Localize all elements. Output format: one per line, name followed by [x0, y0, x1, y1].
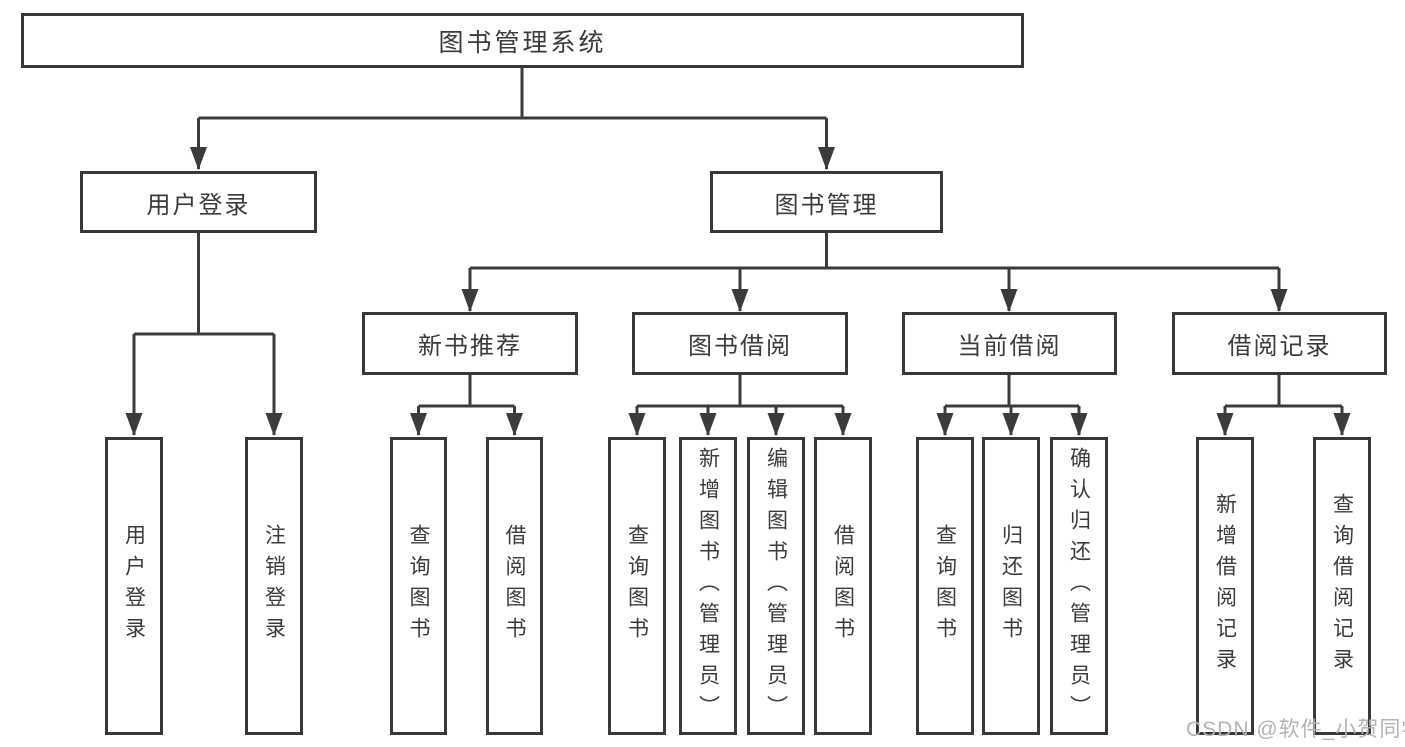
leaf-edit-book-admin-label: 编辑图书（管理员） [764, 446, 788, 726]
leaf-add-book-admin: 新增图书（管理员） [679, 437, 737, 735]
leaf-add-borrow-record: 新增借阅记录 [1196, 437, 1254, 735]
leaf-recommend-query-books-label: 查询图书 [407, 524, 430, 648]
node-root: 图书管理系统 [21, 13, 1024, 68]
node-current-borrow: 当前借阅 [902, 312, 1117, 375]
leaf-user-login: 用户登录 [105, 437, 163, 735]
leaf-edit-book-admin: 编辑图书（管理员） [747, 437, 805, 735]
node-root-label: 图书管理系统 [438, 28, 607, 57]
node-borrow-records: 借阅记录 [1172, 312, 1387, 375]
node-user-login: 用户登录 [80, 171, 317, 233]
node-new-book-recommend-label: 新书推荐 [418, 333, 522, 360]
leaf-query-borrow-record-label: 查询借阅记录 [1330, 493, 1354, 679]
node-book-management-label: 图书管理 [774, 191, 879, 219]
node-current-borrow-label: 当前借阅 [957, 333, 1062, 360]
node-new-book-recommend: 新书推荐 [362, 312, 578, 375]
node-user-login-label: 用户登录 [146, 191, 251, 219]
leaf-recommend-borrow-books-label: 借阅图书 [503, 524, 526, 648]
leaf-user-login-label: 用户登录 [122, 524, 146, 648]
leaf-add-borrow-record-label: 新增借阅记录 [1213, 493, 1237, 679]
leaf-borrow-query-books-label: 查询图书 [625, 524, 649, 648]
node-book-borrow-label: 图书借阅 [688, 333, 792, 360]
leaf-borrow-books-label: 借阅图书 [831, 524, 855, 648]
leaf-recommend-borrow-books: 借阅图书 [486, 437, 543, 735]
leaf-logout-label: 注销登录 [262, 524, 286, 648]
leaf-confirm-return-admin-label: 确认归还（管理员） [1067, 446, 1091, 726]
node-book-management: 图书管理 [710, 171, 943, 233]
node-book-borrow: 图书借阅 [632, 312, 848, 375]
leaf-return-books-label: 归还图书 [999, 524, 1023, 648]
leaf-query-borrow-record: 查询借阅记录 [1313, 437, 1371, 735]
leaf-return-books: 归还图书 [982, 437, 1040, 735]
leaf-recommend-query-books: 查询图书 [390, 437, 447, 735]
leaf-confirm-return-admin: 确认归还（管理员） [1050, 437, 1108, 735]
leaf-current-query-books-label: 查询图书 [933, 524, 957, 648]
leaf-current-query-books: 查询图书 [916, 437, 974, 735]
leaf-logout: 注销登录 [245, 437, 303, 735]
leaf-add-book-admin-label: 新增图书（管理员） [696, 446, 720, 726]
watermark: CSDN @软件_小贺同学 [1186, 718, 1405, 741]
node-borrow-records-label: 借阅记录 [1227, 333, 1332, 360]
leaf-borrow-query-books: 查询图书 [608, 437, 666, 735]
leaf-borrow-books: 借阅图书 [814, 437, 872, 735]
